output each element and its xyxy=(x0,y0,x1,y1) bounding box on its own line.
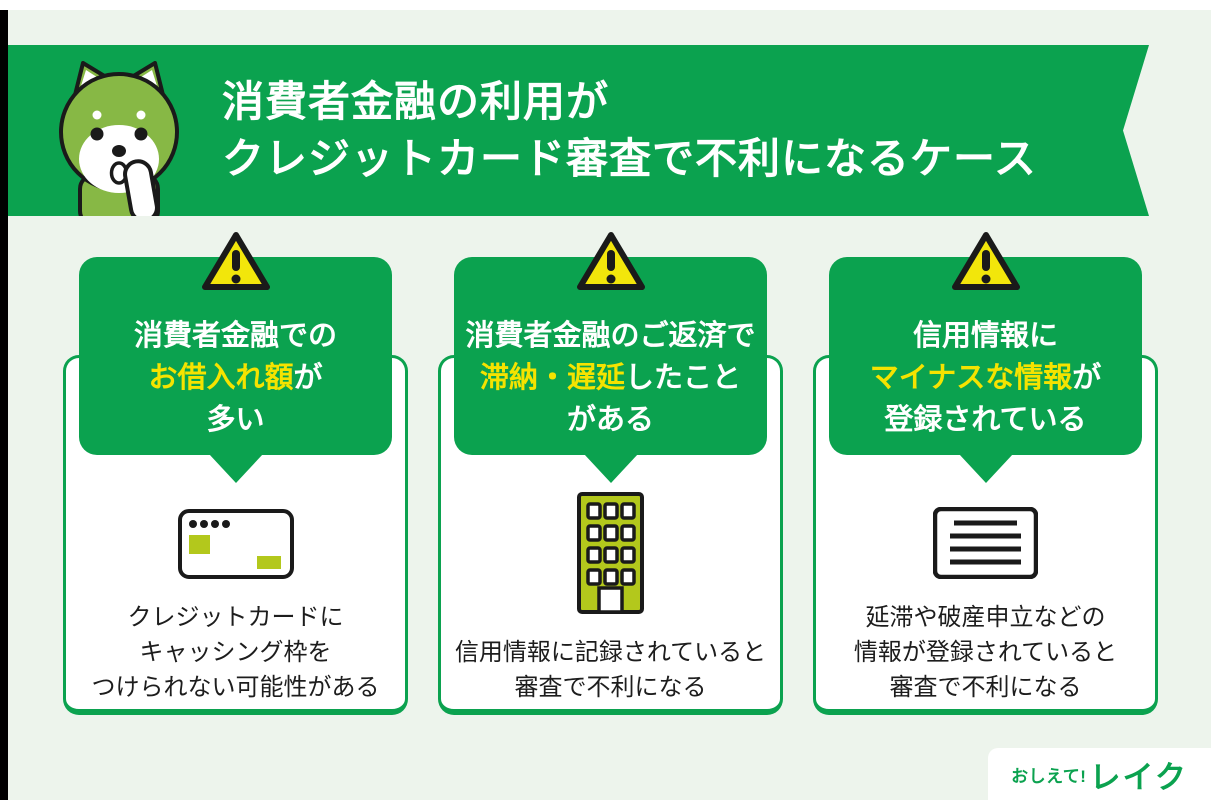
case-card-1: 消費者金融での お借入れ額が 多い xyxy=(63,228,408,723)
header-line: 登録されている xyxy=(884,404,1087,436)
case-cards-row: 消費者金融での お借入れ額が 多い xyxy=(63,228,1158,723)
warning-triangle-icon xyxy=(573,228,649,294)
header-line: 消費者金融での xyxy=(133,320,337,352)
card-body-text: 延滞や破産申立などの 情報が登録されていると 審査で不利になる xyxy=(854,600,1117,705)
warning-triangle-icon xyxy=(948,228,1024,294)
case-card-2: 消費者金融のご返済で 滞納・遅延したこと がある xyxy=(438,228,783,723)
card-body: 延滞や破産申立などの 情報が登録されていると 審査で不利になる xyxy=(816,358,1155,717)
page-title-line-2: クレジットカード審査で不利になるケース xyxy=(222,135,1037,182)
card-header-text: 信用情報に マイナスな情報が 登録されている xyxy=(829,301,1142,455)
card-body-text: クレジットカードに キャッシング枠を つけられない可能性がある xyxy=(92,600,380,705)
body-line: 延滞や破産申立などの xyxy=(865,604,1106,631)
credit-card-icon xyxy=(177,509,294,584)
header-highlight: お借入れ額 xyxy=(148,362,294,394)
header-highlight: マイナスな情報 xyxy=(869,362,1073,394)
body-line: 審査で不利になる xyxy=(514,674,707,701)
header-line: お借入れ額が xyxy=(148,362,323,394)
title-banner-ribbon: 消費者金融の利用が クレジットカード審査で不利になるケース xyxy=(8,45,1149,216)
header-highlight: 滞納・遅延 xyxy=(479,362,625,394)
lake-brand-logo: おしえて! レイク xyxy=(988,748,1211,800)
top-white-strip xyxy=(0,0,1211,10)
document-icon xyxy=(932,506,1039,584)
card-header-bubble: 消費者金融での お借入れ額が 多い xyxy=(79,257,392,483)
case-card-3: 信用情報に マイナスな情報が 登録されている xyxy=(813,228,1158,723)
body-line: 信用情報に記録されていると xyxy=(454,639,767,666)
bubble-tail xyxy=(958,454,1013,483)
card-header-text: 消費者金融のご返済で 滞納・遅延したこと がある xyxy=(454,301,767,455)
page-title: 消費者金融の利用が クレジットカード審査で不利になるケース xyxy=(222,73,1037,187)
office-building-icon xyxy=(577,492,644,619)
card-header-text: 消費者金融での お借入れ額が 多い xyxy=(79,301,392,455)
header-line: 消費者金融のご返済で xyxy=(465,320,756,352)
bubble-tail xyxy=(208,454,263,483)
header-line: がある xyxy=(566,404,654,436)
header-line: マイナスな情報が xyxy=(869,362,1102,394)
body-line: クレジットカードに xyxy=(127,604,344,631)
left-black-edge xyxy=(0,10,8,800)
warning-triangle-icon xyxy=(198,228,274,294)
header-line: 滞納・遅延したこと xyxy=(479,362,742,394)
logo-prefix-label: おしえて! xyxy=(1011,766,1087,786)
body-line: 審査で不利になる xyxy=(889,674,1082,701)
mascot-shiba-icon xyxy=(34,55,204,220)
body-line: 情報が登録されていると xyxy=(853,639,1118,666)
card-body: クレジットカードに キャッシング枠を つけられない可能性がある xyxy=(66,358,405,717)
header-line: 多い xyxy=(206,404,265,436)
body-line: つけられない可能性がある xyxy=(91,674,380,701)
bubble-tail xyxy=(583,454,638,483)
page-title-line-1: 消費者金融の利用が xyxy=(222,78,610,125)
logo-brand-label: レイク xyxy=(1089,759,1188,795)
card-body-text: 信用情報に記録されていると 審査で不利になる xyxy=(455,635,766,705)
body-line: キャッシング枠を xyxy=(139,639,332,666)
header-line: 信用情報に xyxy=(912,320,1058,352)
card-body: 信用情報に記録されていると 審査で不利になる xyxy=(441,358,780,717)
